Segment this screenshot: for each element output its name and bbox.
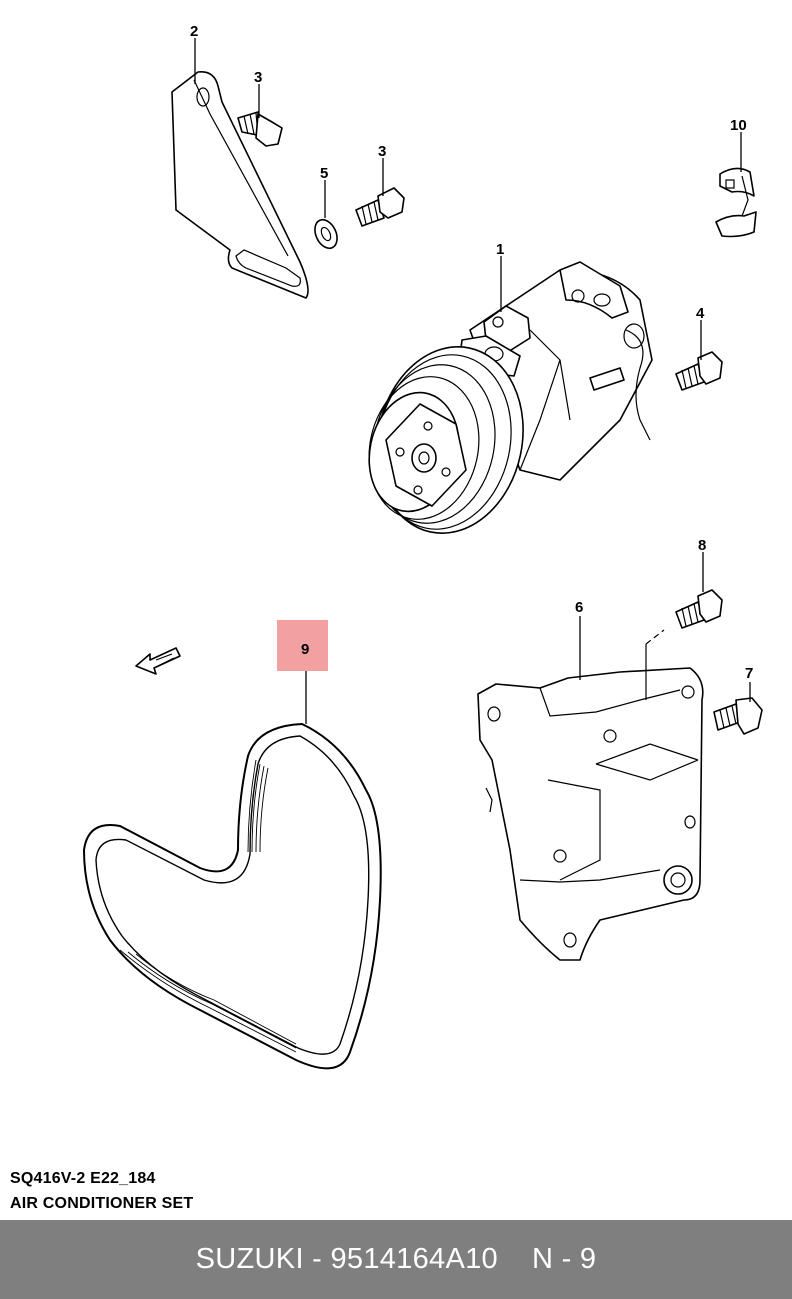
callout-3a: 3 bbox=[254, 69, 262, 86]
bolt-part-4 bbox=[675, 351, 723, 391]
footer-bar: SUZUKI - 9514164A10 N - 9 bbox=[0, 1220, 792, 1299]
highlight-box-9 bbox=[277, 620, 328, 671]
bolt-part-3a bbox=[237, 111, 283, 147]
compressor-part-1 bbox=[368, 261, 653, 534]
clamp-part-10 bbox=[715, 167, 757, 238]
bracket-part-2 bbox=[171, 70, 309, 299]
diagram-title: AIR CONDITIONER SET bbox=[10, 1195, 194, 1212]
belt-part-9 bbox=[82, 722, 382, 1070]
callout-4: 4 bbox=[696, 305, 705, 322]
bolt-part-8 bbox=[675, 589, 723, 629]
callout-7: 7 bbox=[745, 665, 753, 682]
bolt-part-3b bbox=[355, 187, 405, 227]
callout-9: 9 bbox=[301, 641, 309, 658]
bracket-part-6 bbox=[477, 629, 704, 961]
forward-arrow-icon bbox=[135, 647, 181, 675]
callout-6: 6 bbox=[575, 599, 583, 616]
callout-3b: 3 bbox=[378, 143, 386, 160]
callout-1: 1 bbox=[496, 241, 504, 258]
callout-10: 10 bbox=[730, 117, 747, 134]
parts-diagram: 2 3 5 3 10 bbox=[82, 23, 763, 1070]
footer-part-number: SUZUKI - 9514164A10 bbox=[195, 1243, 498, 1275]
footer-reference: N - 9 bbox=[531, 1243, 597, 1275]
callout-2: 2 bbox=[190, 23, 198, 40]
callout-8: 8 bbox=[698, 537, 706, 554]
callout-5: 5 bbox=[320, 165, 328, 182]
washer-part-5 bbox=[314, 218, 338, 250]
bolt-part-7 bbox=[713, 697, 763, 735]
diagram-code: SQ416V-2 E22_184 bbox=[10, 1170, 156, 1187]
